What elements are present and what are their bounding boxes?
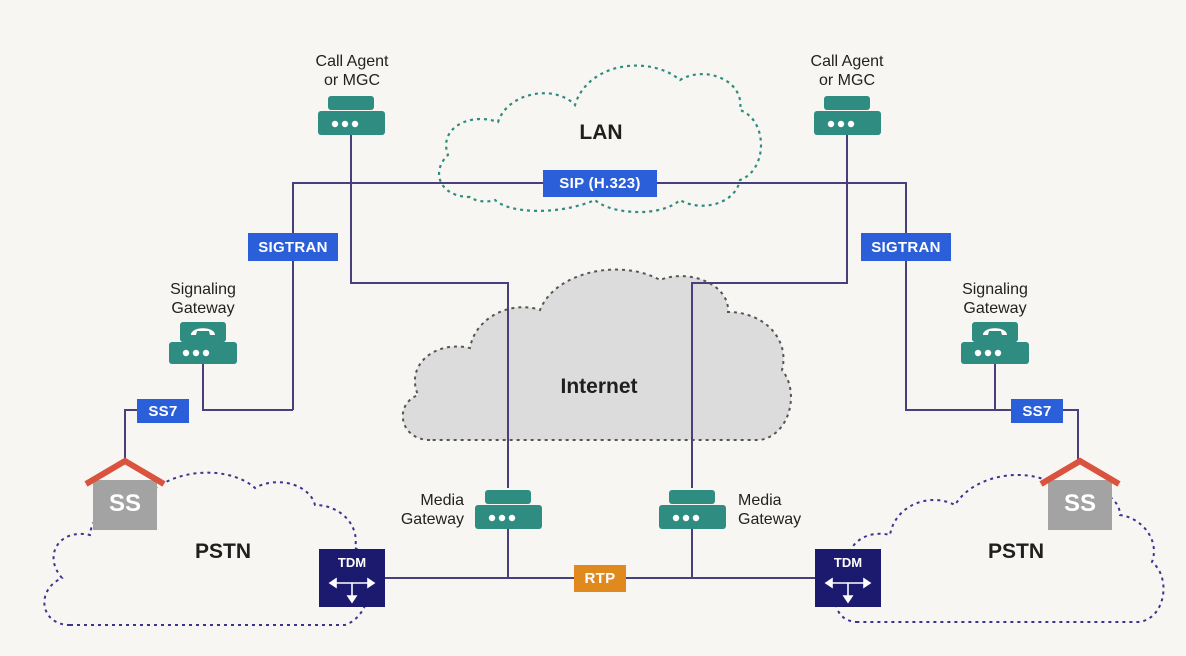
switch-left-house-icon <box>84 457 166 530</box>
ss7-left-tag: SS7 <box>137 399 189 423</box>
media-gateway-right-label: Media Gateway <box>738 492 802 528</box>
internet-title: Internet <box>560 375 638 398</box>
call-agent-left-link <box>350 135 509 488</box>
ss7-left-link <box>202 362 293 411</box>
media-gateway-left-device <box>475 490 542 529</box>
tdm-left-label: TDM <box>337 555 367 570</box>
switch-right-house-icon <box>1039 457 1121 530</box>
switch-right-label: SS <box>1063 490 1096 517</box>
pstn-right-title: PSTN <box>987 540 1045 563</box>
tdm-right-arrows-icon <box>824 577 872 604</box>
tdm-left-box <box>319 549 385 607</box>
sigtran-left-tag: SIGTRAN <box>248 233 338 261</box>
call-agent-left-device <box>318 96 385 135</box>
sigtran-right-tag: SIGTRAN <box>861 233 951 261</box>
media-gateway-left-label: Media Gateway <box>400 492 464 528</box>
pstn-right-cloud-icon <box>835 473 1165 623</box>
sip-link <box>292 182 1079 465</box>
ss-left-link <box>124 409 140 460</box>
pstn-left-title: PSTN <box>194 540 252 563</box>
internet-cloud-icon <box>401 268 792 441</box>
media-gateway-right-device <box>659 490 726 529</box>
signaling-gateway-left-label: Signaling Gateway <box>170 281 236 317</box>
call-agent-right-label: Call Agent or MGC <box>810 53 884 89</box>
call-agent-left-label: Call Agent or MGC <box>315 53 389 89</box>
lan-cloud-icon <box>438 64 762 214</box>
signaling-gateway-right-device <box>961 322 1029 364</box>
switch-left-label: SS <box>108 490 141 517</box>
signaling-gateway-right-label: Signaling Gateway <box>962 281 1028 317</box>
call-agent-right-link <box>691 135 848 488</box>
rtp-protocol-tag: RTP <box>574 565 626 592</box>
link-lines <box>124 135 1079 579</box>
tdm-left-arrows-icon <box>328 577 376 604</box>
lan-title: LAN <box>579 121 623 144</box>
signaling-gateway-left-device <box>169 322 237 364</box>
ss7-right-tag: SS7 <box>1011 399 1063 423</box>
tdm-right-box <box>815 549 881 607</box>
sip-protocol-tag: SIP (H.323) <box>543 170 657 197</box>
call-agent-right-device <box>814 96 881 135</box>
tdm-right-label: TDM <box>833 555 863 570</box>
